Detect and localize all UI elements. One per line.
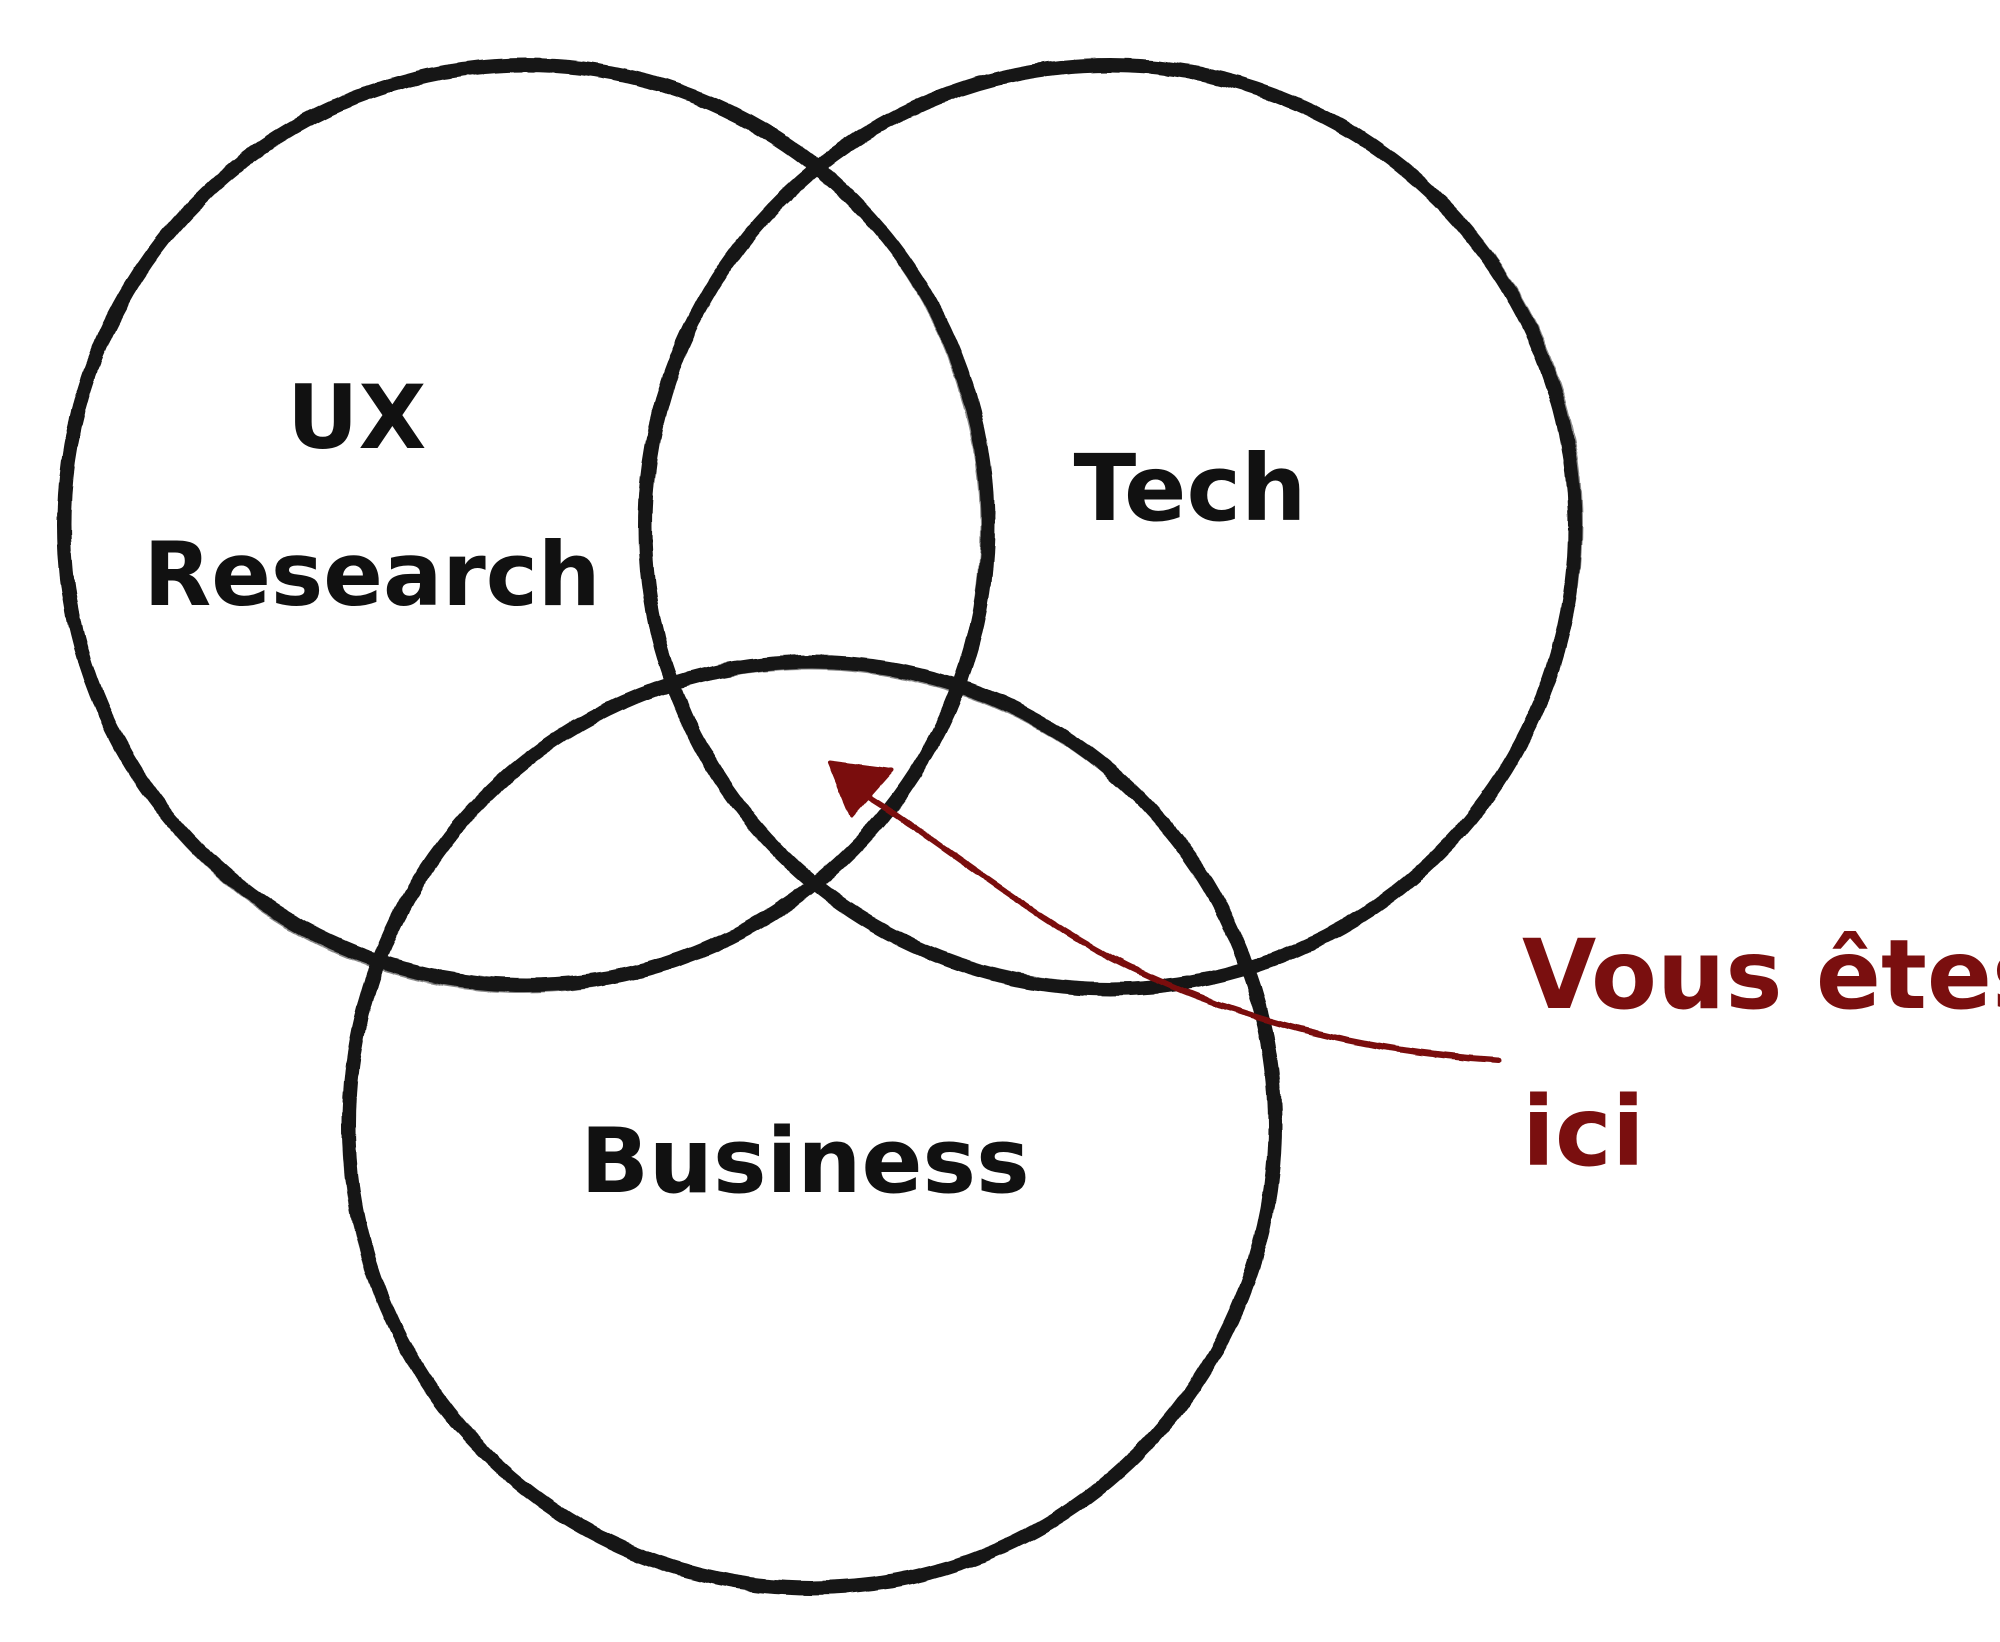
circles [57, 58, 1583, 1595]
annotation-line-1: Vous êtes [1522, 919, 2000, 1031]
annotation-arrow [828, 760, 1501, 1063]
label-ux-research: UX Research [143, 366, 600, 626]
label-tech-line-1: Tech [1074, 435, 1307, 542]
arrow-shaft [862, 792, 1501, 1063]
circle-tech-sketch [643, 62, 1583, 986]
circle-business-sketch [342, 666, 1276, 1590]
label-business-line-1: Business [580, 1109, 1029, 1214]
label-business: Business [580, 1109, 1029, 1214]
label-tech: Tech [1074, 435, 1307, 542]
annotation-you-are-here: Vous êtes ici [1522, 919, 2000, 1188]
arrow-head [828, 760, 894, 817]
circle-ux-research-sketch [60, 63, 984, 993]
label-ux-line-1: UX [287, 366, 426, 469]
annotation-line-2: ici [1522, 1076, 1645, 1188]
label-ux-line-2: Research [143, 523, 600, 626]
